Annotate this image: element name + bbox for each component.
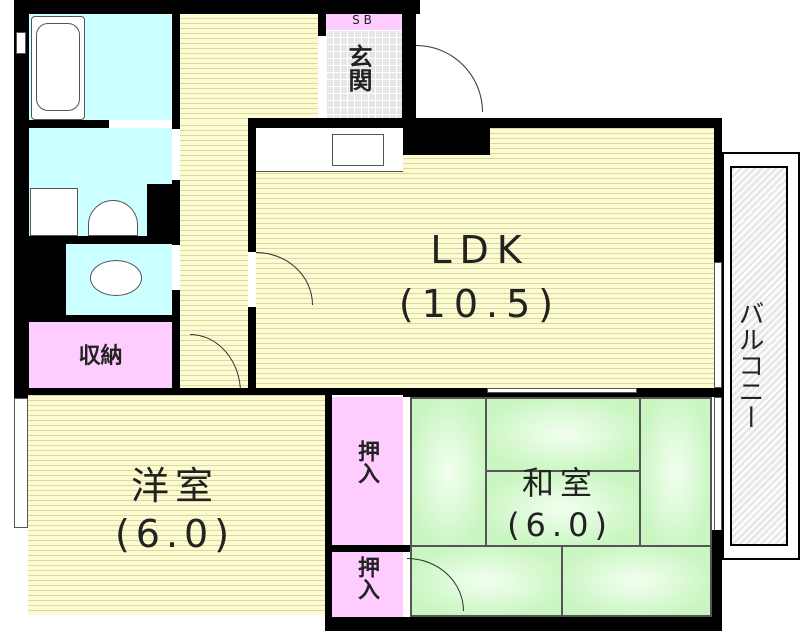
wall <box>29 236 66 322</box>
closet <box>332 552 403 617</box>
kitchen-counter <box>256 128 403 172</box>
wall <box>318 14 326 36</box>
tatami-mat <box>485 470 641 547</box>
hallway <box>180 14 318 123</box>
ldk-size: (10.5) <box>398 282 562 326</box>
window <box>714 397 722 532</box>
wall <box>172 290 180 395</box>
storage-label: 収納 <box>78 344 123 369</box>
western-room <box>28 395 325 615</box>
wall <box>29 120 109 128</box>
shoe-box <box>326 14 402 30</box>
western-room-size: (6.0) <box>114 512 236 556</box>
shoe-box-label: SB <box>352 13 376 27</box>
window <box>16 32 26 54</box>
closet <box>332 397 403 545</box>
wall <box>14 0 420 14</box>
closet-1-label: 押入 <box>354 440 379 484</box>
balcony <box>722 152 800 560</box>
wall <box>28 388 332 395</box>
wall <box>172 14 180 129</box>
toilet-icon <box>90 260 142 296</box>
wall <box>14 0 29 398</box>
doorway <box>248 252 256 307</box>
wall <box>147 184 172 236</box>
japanese-room-name: 和室 <box>521 464 598 502</box>
bathtub <box>31 16 85 120</box>
storage <box>29 322 172 388</box>
entrance <box>326 30 402 120</box>
western-room-name: 洋室 <box>130 464 219 508</box>
wall <box>325 395 332 631</box>
wall <box>403 123 490 155</box>
wall <box>402 0 416 122</box>
washing-machine <box>30 188 78 236</box>
wall <box>172 180 180 245</box>
entrance-door[interactable] <box>416 45 483 112</box>
tatami-mat <box>561 545 712 617</box>
balcony-label: バルコニー <box>734 300 764 430</box>
tatami-mat <box>639 397 712 547</box>
wall <box>712 530 722 631</box>
closet-2-label: 押入 <box>354 556 379 600</box>
japanese-room-size: (6.0) <box>507 506 613 544</box>
ldk-name: LDK <box>430 228 530 272</box>
entrance-label: 玄関 <box>344 44 372 92</box>
window <box>714 262 722 388</box>
sliding-door <box>487 388 637 393</box>
wall <box>29 315 180 322</box>
window <box>14 398 28 528</box>
tatami-mat <box>410 397 487 547</box>
wall <box>332 545 410 552</box>
wall <box>325 617 722 631</box>
wall <box>29 236 172 244</box>
